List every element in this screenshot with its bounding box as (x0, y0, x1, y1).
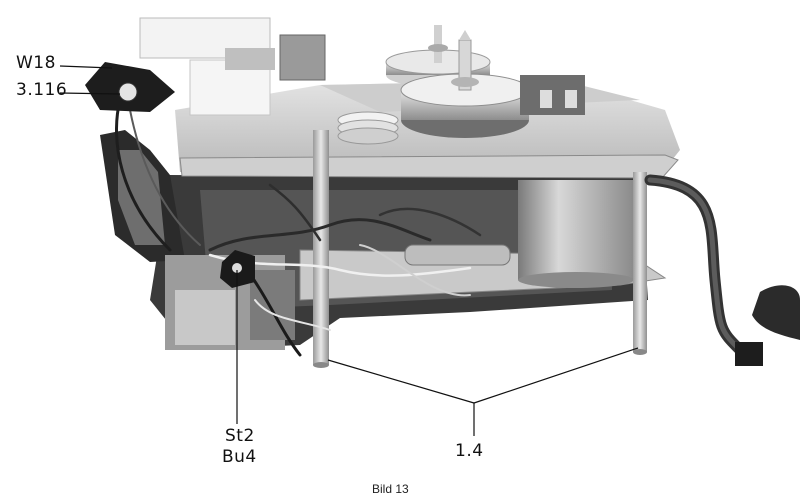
power-cable (644, 174, 800, 366)
label-bu4: Bu4 (222, 447, 257, 467)
head-block (139, 17, 326, 116)
capacitor (518, 180, 634, 288)
left-side-bracket (100, 130, 185, 262)
label-3-116: 3.116 (16, 80, 68, 100)
label-w18: W18 (16, 53, 56, 73)
support-pillar-right (633, 172, 647, 355)
leader-lines (59, 65, 639, 436)
wiring-harness (115, 98, 482, 357)
small-cylinder (404, 244, 511, 266)
label-st2: St2 (225, 426, 255, 446)
flywheel-front (400, 30, 530, 138)
figure-caption: Bild 13 (372, 482, 409, 496)
connector-bu4 (220, 250, 255, 288)
label-1-4: 1.4 (455, 441, 484, 461)
support-pillar-left (313, 130, 329, 368)
pulley-stack (337, 111, 399, 145)
connector-w18 (85, 62, 175, 112)
terminal-block (520, 75, 585, 115)
